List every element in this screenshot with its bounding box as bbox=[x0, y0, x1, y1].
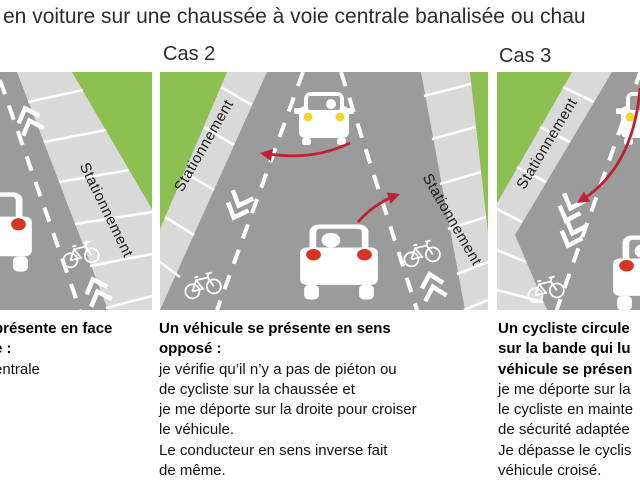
road-diagram-cas2: Stationnement Stationnement bbox=[160, 72, 488, 310]
text-line: je me déporte sur la droite pour croiser bbox=[159, 401, 417, 419]
road-diagram-cas1: Stationnement bbox=[0, 72, 152, 310]
text-line: Le conducteur en sens inverse fait bbox=[159, 441, 388, 459]
text-line: véhicule se présen bbox=[498, 360, 633, 378]
page-title: en voiture sur une chaussée à voie centr… bbox=[3, 5, 586, 28]
red-arrow bbox=[263, 141, 351, 158]
red-arrow-head bbox=[260, 149, 273, 161]
parking-strip bbox=[497, 72, 612, 310]
text-line: de même. bbox=[159, 462, 226, 480]
text-line: Un cycliste circule bbox=[498, 320, 630, 337]
green-verge bbox=[497, 72, 572, 203]
parking-bay-lines bbox=[27, 88, 152, 310]
green-verge bbox=[72, 72, 152, 209]
text-line: Un véhicule se présente en sens bbox=[159, 320, 391, 337]
text-block-cas1: présente en face e : entrale bbox=[0, 319, 112, 380]
text-line: le cycliste en mainte bbox=[498, 401, 634, 419]
red-arrow-head bbox=[577, 191, 591, 203]
text-line: de sécurité adaptée bbox=[498, 421, 630, 439]
text-line: e : bbox=[0, 340, 12, 358]
text-line: présente en face bbox=[0, 320, 113, 337]
parking-bay-lines bbox=[497, 85, 595, 304]
case-label-cas3: Cas 3 bbox=[499, 45, 552, 67]
text-line: je me déporte sur la bbox=[498, 380, 631, 398]
text-line: entrale bbox=[0, 360, 40, 378]
road-diagram-cas3: Stationnement bbox=[497, 72, 640, 310]
red-arrow-head bbox=[386, 192, 400, 204]
text-block-cas2: Un véhicule se présente en sens opposé :… bbox=[159, 319, 417, 481]
text-line: sur la bande qui lu bbox=[498, 340, 631, 358]
text-line: je vérifie qu’il n’y a pas de piéton ou bbox=[159, 360, 397, 378]
text-line: de cycliste sur la chaussée et bbox=[159, 380, 355, 398]
text-line: Je dépasse le cyclis bbox=[498, 441, 632, 459]
green-verge bbox=[470, 72, 488, 232]
text-line: véhicule croisé. bbox=[498, 462, 602, 480]
parking-strip bbox=[160, 72, 267, 310]
lane-dash-line bbox=[0, 79, 82, 310]
case-label-cas2: Cas 2 bbox=[163, 43, 216, 65]
text-block-cas3: Un cycliste circule sur la bande qui lu … bbox=[498, 319, 633, 481]
red-arrow bbox=[356, 195, 393, 223]
parking-strip bbox=[421, 72, 488, 310]
red-arrow bbox=[584, 87, 640, 200]
text-line: le véhicule. bbox=[159, 421, 235, 439]
parking-bay-lines bbox=[160, 82, 488, 310]
text-line: opposé : bbox=[159, 340, 222, 358]
green-verge bbox=[160, 72, 227, 229]
parking-strip bbox=[17, 72, 152, 310]
